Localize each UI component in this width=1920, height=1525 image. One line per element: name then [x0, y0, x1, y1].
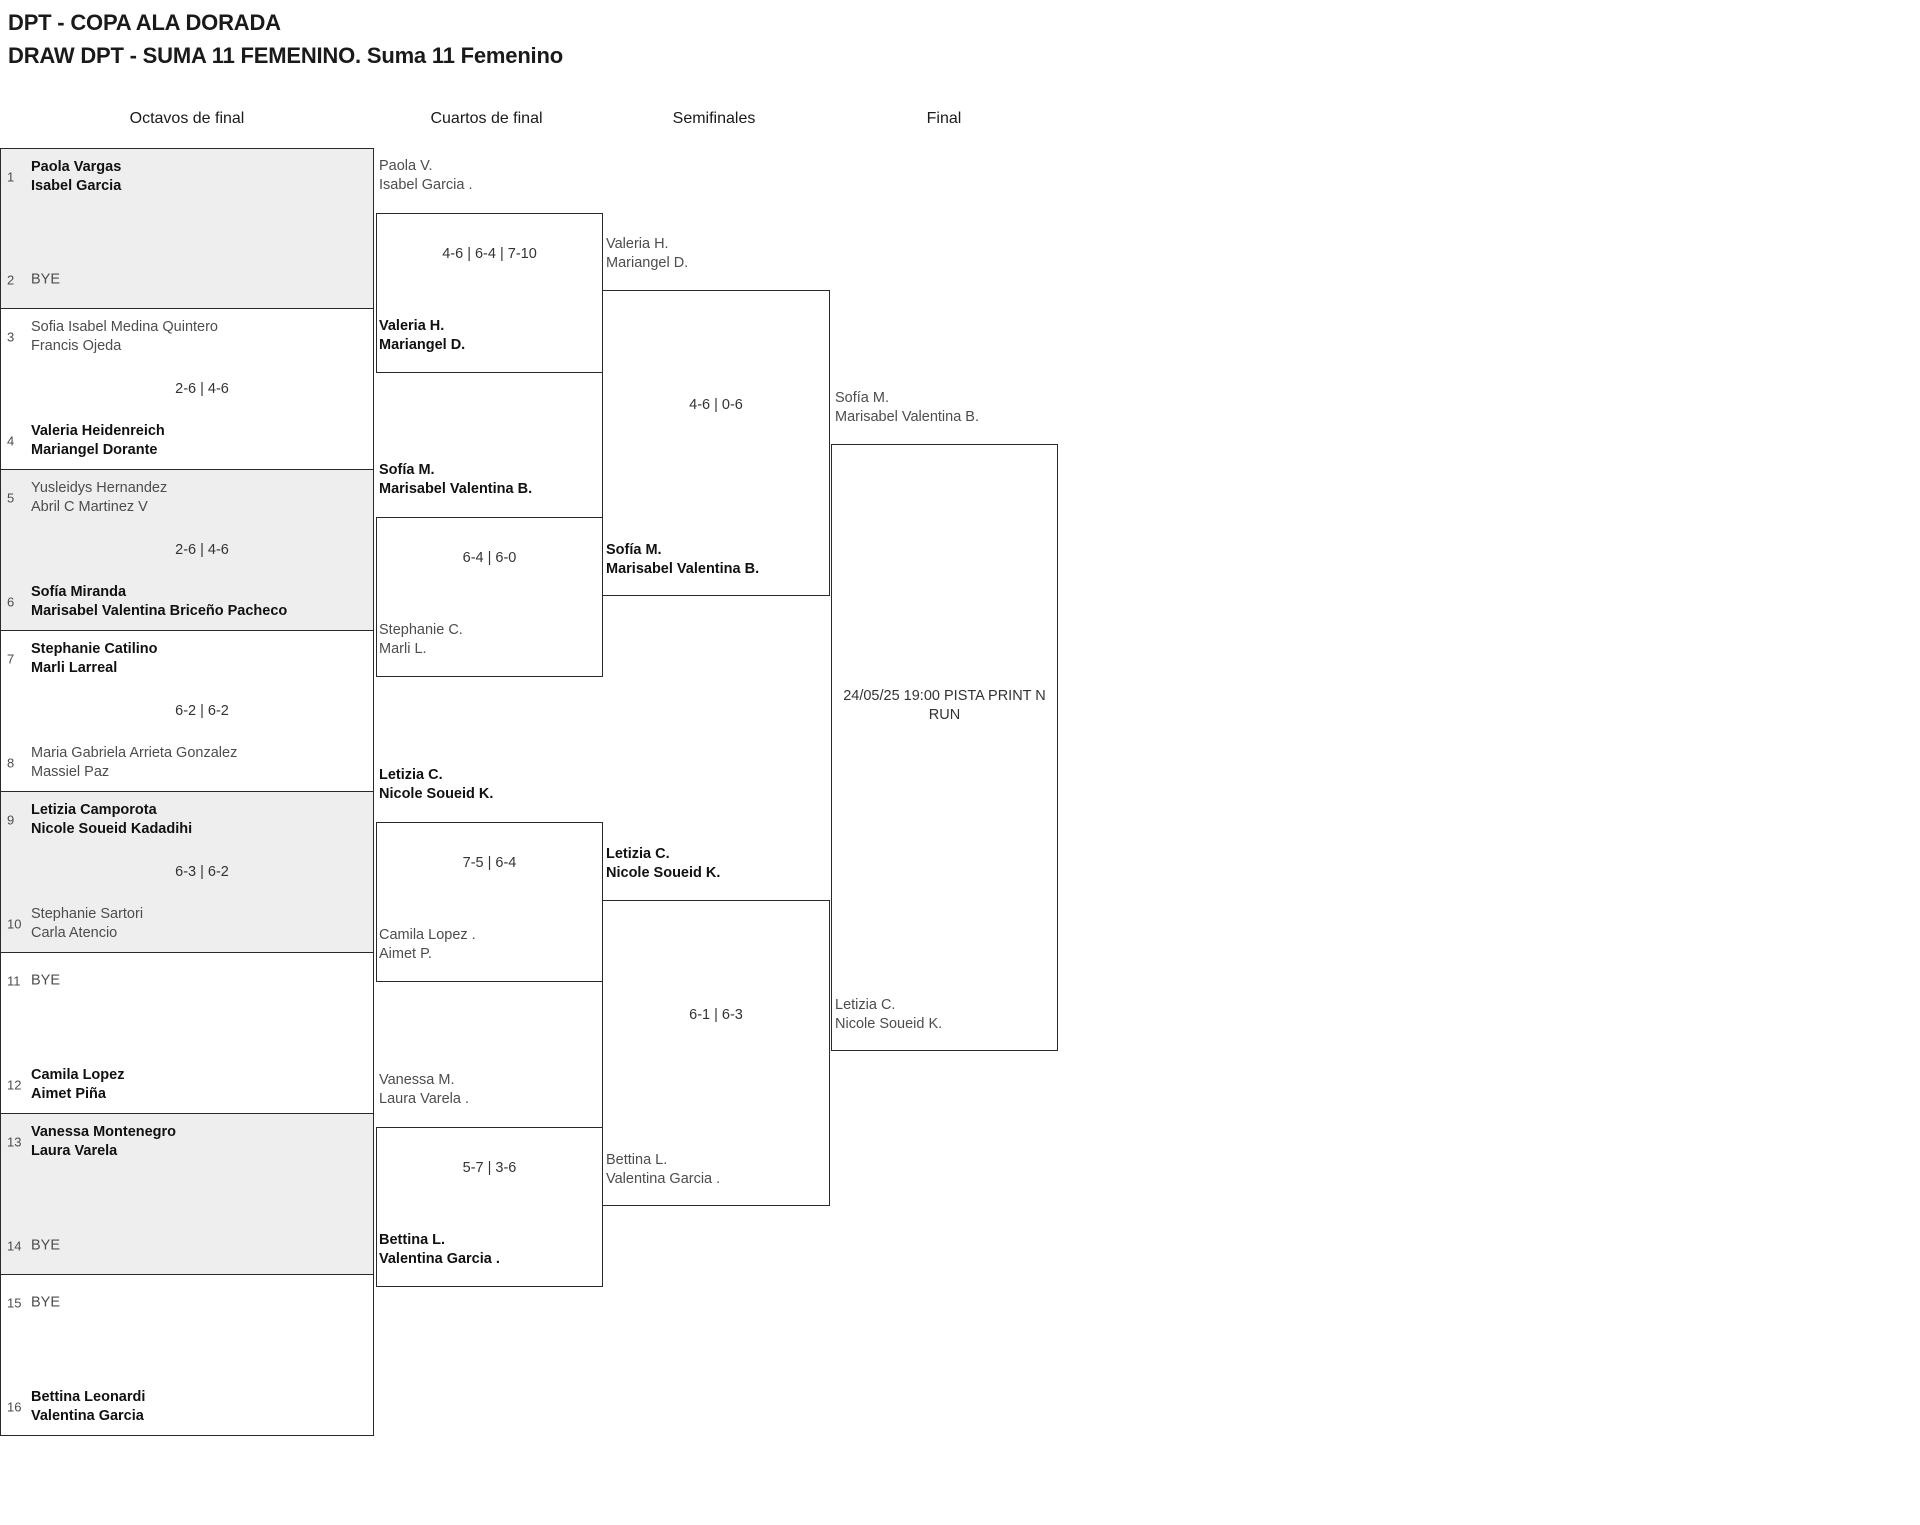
qf-match-score: 5-7 | 3-6	[462, 1160, 517, 1176]
sf-bracket-connector	[602, 900, 830, 1206]
r16-slot-bottom[interactable]: 10 Stephanie Sartori Carla Atencio	[1, 902, 373, 946]
seed-number: 6	[7, 594, 15, 610]
qf-team-top: Paola V. Isabel Garcia .	[379, 158, 473, 193]
r16-match[interactable]: 1 Paola Vargas Isabel Garcia 2 BYE	[0, 148, 374, 309]
sf-team-bottom: Bettina L. Valentina Garcia .	[606, 1152, 721, 1187]
team-name: Stephanie Sartori Carla Atencio	[31, 906, 144, 941]
match-score: 2-6 | 4-6	[175, 381, 229, 397]
team-name: Sofia Isabel Medina Quintero Francis Oje…	[31, 319, 218, 354]
r16-slot-bottom[interactable]: 6 Sofía Miranda Marisabel Valentina Bric…	[1, 580, 373, 624]
seed-number: 12	[7, 1077, 22, 1093]
team-name: Camila Lopez Aimet Piña	[31, 1067, 125, 1102]
seed-number: 7	[7, 651, 15, 667]
match-score: 6-2 | 6-2	[175, 703, 229, 719]
seed-number: 14	[7, 1238, 22, 1254]
r16-slot-top[interactable]: 1 Paola Vargas Isabel Garcia	[1, 155, 373, 199]
team-name: Valeria Heidenreich Mariangel Dorante	[31, 423, 165, 458]
r16-match[interactable]: 13 Vanessa Montenegro Laura Varela 14 BY…	[0, 1114, 374, 1275]
round-header-octavos: Octavos de final	[129, 110, 245, 127]
qf-team-bottom: Valeria H. Mariangel D.	[379, 318, 466, 353]
r16-slot-bottom[interactable]: 8 Maria Gabriela Arrieta Gonzalez Massie…	[1, 741, 373, 785]
qf-bracket-connector	[376, 517, 603, 677]
round-header-final: Final	[926, 110, 962, 127]
seed-number: 1	[7, 169, 15, 185]
team-name: BYE	[31, 271, 61, 288]
qf-bracket-connector	[376, 1127, 603, 1287]
r16-slot-bottom[interactable]: 14 BYE	[1, 1224, 373, 1268]
r16-slot-bottom[interactable]: 12 Camila Lopez Aimet Piña	[1, 1063, 373, 1107]
qf-team-bottom: Bettina L. Valentina Garcia .	[379, 1232, 500, 1267]
sf-team-top: Letizia C. Nicole Soueid K.	[606, 846, 721, 881]
seed-number: 13	[7, 1134, 22, 1150]
r16-slot-top[interactable]: 15 BYE	[1, 1281, 373, 1325]
team-name: BYE	[31, 1237, 61, 1254]
round-header-semifinales: Semifinales	[672, 110, 756, 127]
team-name: Letizia Camporota Nicole Soueid Kadadihi	[31, 802, 193, 837]
tournament-title: DPT - COPA ALA DORADA	[8, 10, 281, 35]
team-name: BYE	[31, 972, 61, 989]
sf-match-score: 6-1 | 6-3	[689, 1007, 743, 1023]
r16-match[interactable]: 11 BYE 12 Camila Lopez Aimet Piña	[0, 953, 374, 1114]
qf-team-bottom: Camila Lopez . Aimet P.	[379, 927, 476, 962]
r16-slot-bottom[interactable]: 2 BYE	[1, 258, 373, 302]
qf-match-score: 6-4 | 6-0	[462, 550, 517, 566]
sf-match-score: 4-6 | 0-6	[689, 397, 743, 413]
qf-team-top: Sofía M. Marisabel Valentina B.	[379, 462, 533, 497]
seed-number: 15	[7, 1295, 22, 1311]
seed-number: 9	[7, 812, 15, 828]
round-of-16-column: 1 Paola Vargas Isabel Garcia 2 BYE 3 Sof…	[0, 148, 374, 1436]
final-bracket-connector	[831, 444, 1058, 1051]
qf-team-top: Letizia C. Nicole Soueid K.	[379, 767, 494, 802]
seed-number: 8	[7, 755, 15, 771]
team-name: BYE	[31, 1294, 61, 1311]
r16-match[interactable]: 7 Stephanie Catilino Marli Larreal 6-2 |…	[0, 631, 374, 792]
r16-slot-top[interactable]: 3 Sofia Isabel Medina Quintero Francis O…	[1, 315, 373, 359]
r16-slot-top[interactable]: 5 Yusleidys Hernandez Abril C Martinez V	[1, 476, 373, 520]
seed-number: 10	[7, 916, 22, 932]
seed-number: 11	[7, 973, 21, 989]
qf-match-score: 7-5 | 6-4	[462, 855, 517, 871]
r16-match[interactable]: 9 Letizia Camporota Nicole Soueid Kadadi…	[0, 792, 374, 953]
r16-match[interactable]: 15 BYE 16 Bettina Leonardi Valentina Gar…	[0, 1275, 374, 1436]
team-name: Maria Gabriela Arrieta Gonzalez Massiel …	[31, 745, 238, 780]
r16-slot-bottom[interactable]: 16 Bettina Leonardi Valentina Garcia	[1, 1385, 373, 1429]
seed-number: 3	[7, 329, 15, 345]
r16-slot-top[interactable]: 13 Vanessa Montenegro Laura Varela	[1, 1120, 373, 1164]
team-name: Paola Vargas Isabel Garcia	[31, 159, 122, 194]
draw-title: DRAW DPT - SUMA 11 FEMENINO. Suma 11 Fem…	[8, 43, 563, 68]
seed-number: 2	[7, 272, 15, 288]
team-name: Bettina Leonardi Valentina Garcia	[31, 1389, 146, 1424]
sf-team-bottom: Sofía M. Marisabel Valentina B.	[606, 542, 760, 577]
r16-slot-top[interactable]: 9 Letizia Camporota Nicole Soueid Kadadi…	[1, 798, 373, 842]
qf-match-score: 4-6 | 6-4 | 7-10	[442, 246, 537, 262]
team-name: Stephanie Catilino Marli Larreal	[31, 641, 158, 676]
r16-slot-top[interactable]: 7 Stephanie Catilino Marli Larreal	[1, 637, 373, 681]
sf-team-top: Valeria H. Mariangel D.	[606, 236, 689, 271]
seed-number: 5	[7, 490, 15, 506]
r16-slot-top[interactable]: 11 BYE	[1, 959, 373, 1003]
match-score: 6-3 | 6-2	[175, 864, 229, 880]
team-name: Yusleidys Hernandez Abril C Martinez V	[31, 480, 168, 515]
qf-team-top: Vanessa M. Laura Varela .	[379, 1072, 470, 1107]
r16-slot-bottom[interactable]: 4 Valeria Heidenreich Mariangel Dorante	[1, 419, 373, 463]
seed-number: 4	[7, 433, 15, 449]
round-header-cuartos: Cuartos de final	[430, 110, 543, 127]
sf-bracket-connector	[602, 290, 830, 596]
title-block: DPT - COPA ALA DORADA DRAW DPT - SUMA 11…	[8, 6, 1208, 72]
r16-match[interactable]: 5 Yusleidys Hernandez Abril C Martinez V…	[0, 470, 374, 631]
final-venue-datetime: 24/05/25 19:00 PISTA PRINT N RUN	[843, 688, 1046, 723]
final-team-top: Sofía M. Marisabel Valentina B.	[835, 390, 980, 425]
qf-team-bottom: Stephanie C. Marli L.	[379, 622, 463, 657]
team-name: Vanessa Montenegro Laura Varela	[31, 1124, 177, 1159]
seed-number: 16	[7, 1399, 22, 1415]
team-name: Sofía Miranda Marisabel Valentina Briceñ…	[31, 584, 288, 619]
final-team-bottom: Letizia C. Nicole Soueid K.	[835, 997, 943, 1032]
r16-match[interactable]: 3 Sofia Isabel Medina Quintero Francis O…	[0, 309, 374, 470]
match-score: 2-6 | 4-6	[175, 542, 229, 558]
